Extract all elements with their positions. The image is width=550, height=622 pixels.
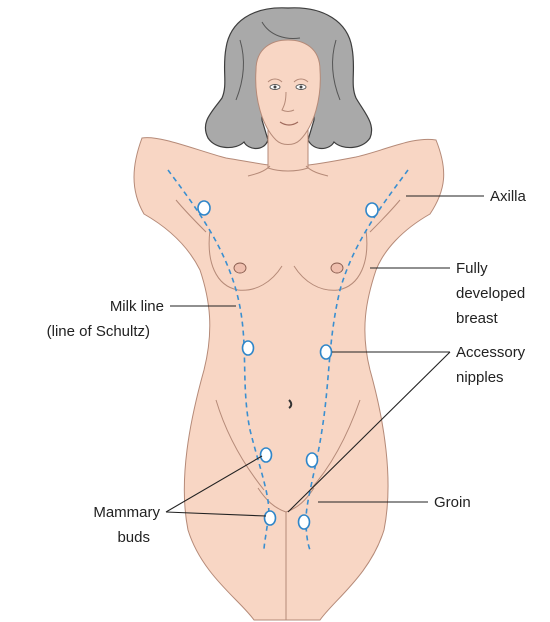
label-accessory-line1: Accessory [456, 344, 526, 361]
label-milk-line1: Milk line [110, 298, 164, 315]
label-mammary-line2: buds [117, 529, 150, 546]
bud-axilla-left [198, 201, 210, 215]
bud-groin-left [265, 511, 276, 525]
label-mammary-line1: Mammary [93, 504, 160, 521]
bud-hip-right [307, 453, 318, 467]
bud-abdomen-right [321, 345, 332, 359]
label-breast-line3: breast [456, 310, 499, 327]
bud-groin-right [299, 515, 310, 529]
label-milk-line2: (line of Schultz) [47, 323, 150, 340]
label-axilla: Axilla [490, 188, 527, 205]
bud-axilla-right [366, 203, 378, 217]
face [256, 40, 321, 145]
label-accessory-line2: nipples [456, 369, 504, 386]
bud-abdomen-left [243, 341, 254, 355]
body [134, 40, 444, 620]
label-breast-line2: developed [456, 285, 525, 302]
bud-hip-left [261, 448, 272, 462]
label-groin: Groin [434, 494, 471, 511]
label-breast-line1: Fully [456, 260, 488, 277]
